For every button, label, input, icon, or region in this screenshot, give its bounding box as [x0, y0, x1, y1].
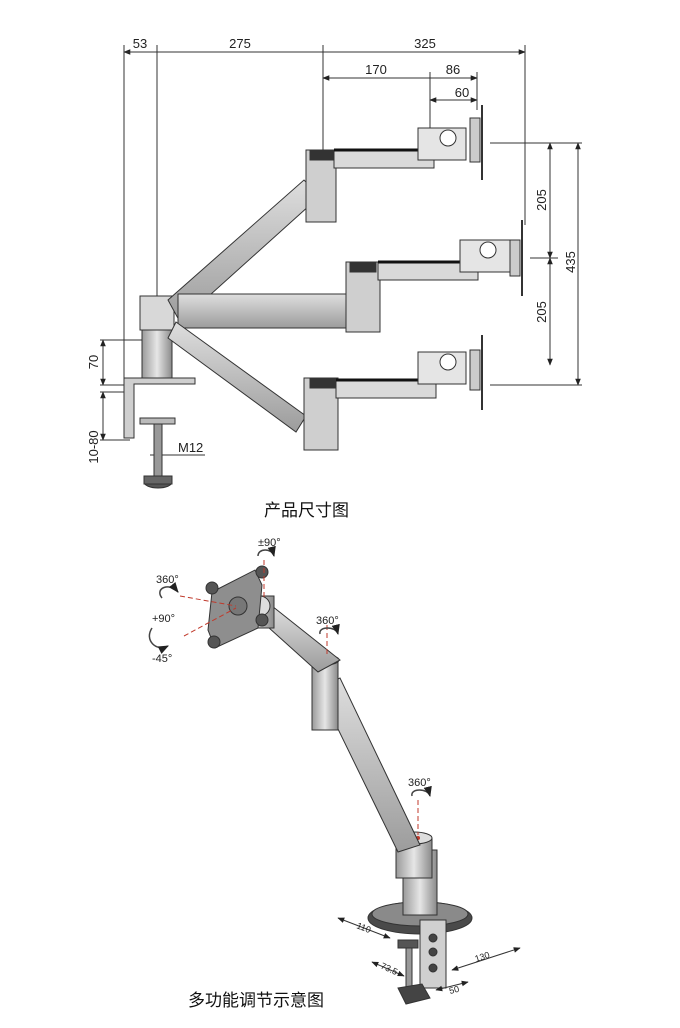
dim-275: 275 — [229, 36, 251, 51]
label-base-rotate: 360° — [408, 777, 431, 789]
rotation-arrows — [148, 545, 432, 798]
dim-325: 325 — [414, 36, 436, 51]
base-dimension-lines — [337, 917, 521, 992]
dim-86: 86 — [446, 62, 460, 77]
dim-435: 435 — [563, 251, 578, 273]
dim-73-5: 73.5 — [379, 961, 399, 977]
monitor-arm-side-views — [123, 105, 523, 489]
label-swivel-pos: +90° — [152, 613, 175, 625]
caption-adjustment-diagram: 多功能调节示意图 — [188, 991, 324, 1011]
caption-product-dimensions: 产品尺寸图 — [264, 501, 349, 521]
dim-60: 60 — [455, 85, 469, 100]
label-rotate: 360° — [156, 574, 179, 586]
label-joint-rotate: 360° — [316, 615, 339, 627]
dim-130: 130 — [474, 950, 491, 964]
dimension-labels: 53 275 325 170 86 60 205 205 435 70 10-8… — [86, 36, 578, 464]
dim-10-80: 10-80 — [86, 430, 101, 463]
thread-m12-label: M12 — [178, 440, 203, 455]
dim-50: 50 — [448, 984, 460, 996]
dim-205-bottom: 205 — [534, 301, 549, 323]
dimension-drawing — [100, 45, 582, 456]
dim-70: 70 — [86, 355, 101, 369]
rotation-axes — [179, 560, 419, 835]
dim-53: 53 — [133, 36, 147, 51]
vesa-head-bottom — [417, 335, 483, 410]
monitor-arm-perspective — [205, 565, 473, 1005]
label-swivel-neg: -45° — [152, 653, 172, 665]
vesa-head-top — [417, 105, 483, 180]
label-tilt: ±90° — [258, 537, 281, 549]
dim-110: 110 — [355, 921, 372, 935]
vesa-head-middle — [459, 220, 523, 296]
dim-205-top: 205 — [534, 189, 549, 211]
dim-170: 170 — [365, 62, 387, 77]
